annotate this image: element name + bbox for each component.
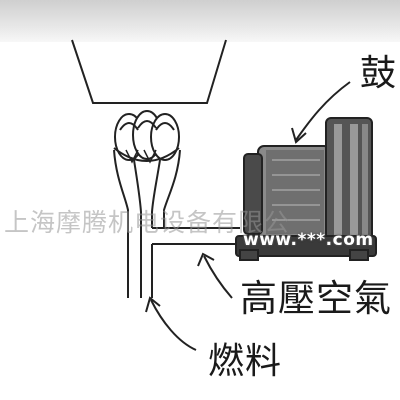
burner-flames — [113, 110, 180, 164]
blower-label: 鼓 — [360, 53, 397, 94]
air-duct — [151, 227, 240, 298]
scan-shadow-band — [0, 0, 400, 42]
burner-tube — [113, 149, 181, 298]
fuel-label: 燃料 — [208, 341, 283, 382]
hopper-outline — [71, 39, 227, 104]
high-pressure-air-label: 高壓空氣 — [240, 277, 392, 320]
leader-arrows — [145, 81, 351, 351]
blower-unit — [235, 117, 377, 261]
website-watermark: www.***.com — [243, 230, 374, 250]
company-watermark: 上海摩腾机电设备有限公 — [4, 208, 291, 237]
